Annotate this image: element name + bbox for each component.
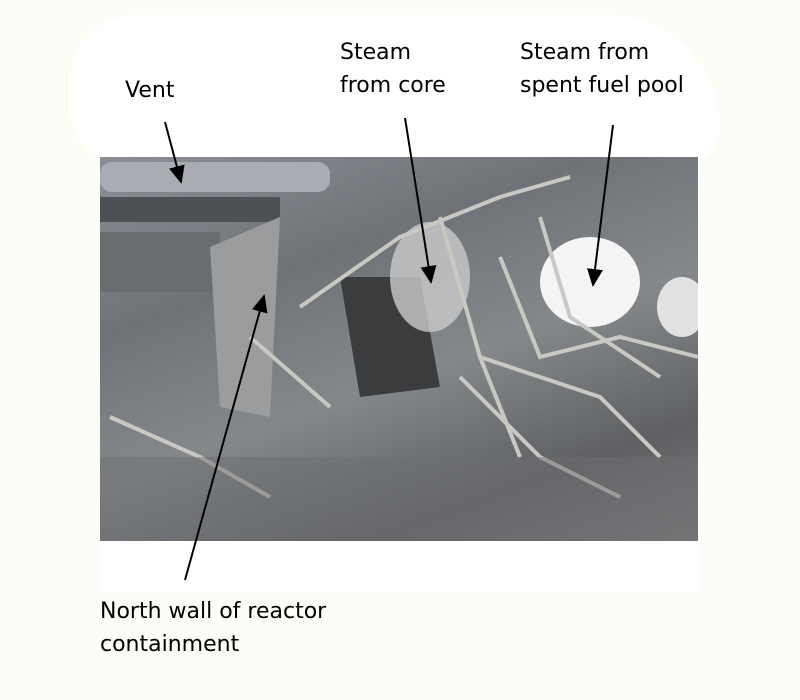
- vent-arrow: [164, 121, 185, 184]
- north-wall-arrow: [184, 294, 268, 581]
- north-wall-label-line2: containment: [100, 632, 240, 657]
- reactor-damage-photo: [100, 157, 698, 541]
- steam-pool-label: Steam from spent fuel pool: [520, 36, 684, 102]
- steam-core-label-line1: Steam: [340, 40, 412, 65]
- vent-label: Vent: [125, 78, 175, 103]
- steam-pool-label-line2: spent fuel pool: [520, 73, 684, 98]
- north-wall-label-line1: North wall of reactor: [100, 599, 327, 624]
- north-wall-label: North wall of reactor containment: [100, 595, 326, 661]
- steam-core-label: Steam from core: [340, 36, 446, 102]
- steam-core-label-line2: from core: [340, 73, 446, 98]
- steam-pool-label-line1: Steam from: [520, 40, 650, 65]
- vent-pipe: [100, 162, 330, 192]
- steam-pool-arrow: [587, 124, 614, 287]
- steam-core-arrow: [404, 117, 437, 284]
